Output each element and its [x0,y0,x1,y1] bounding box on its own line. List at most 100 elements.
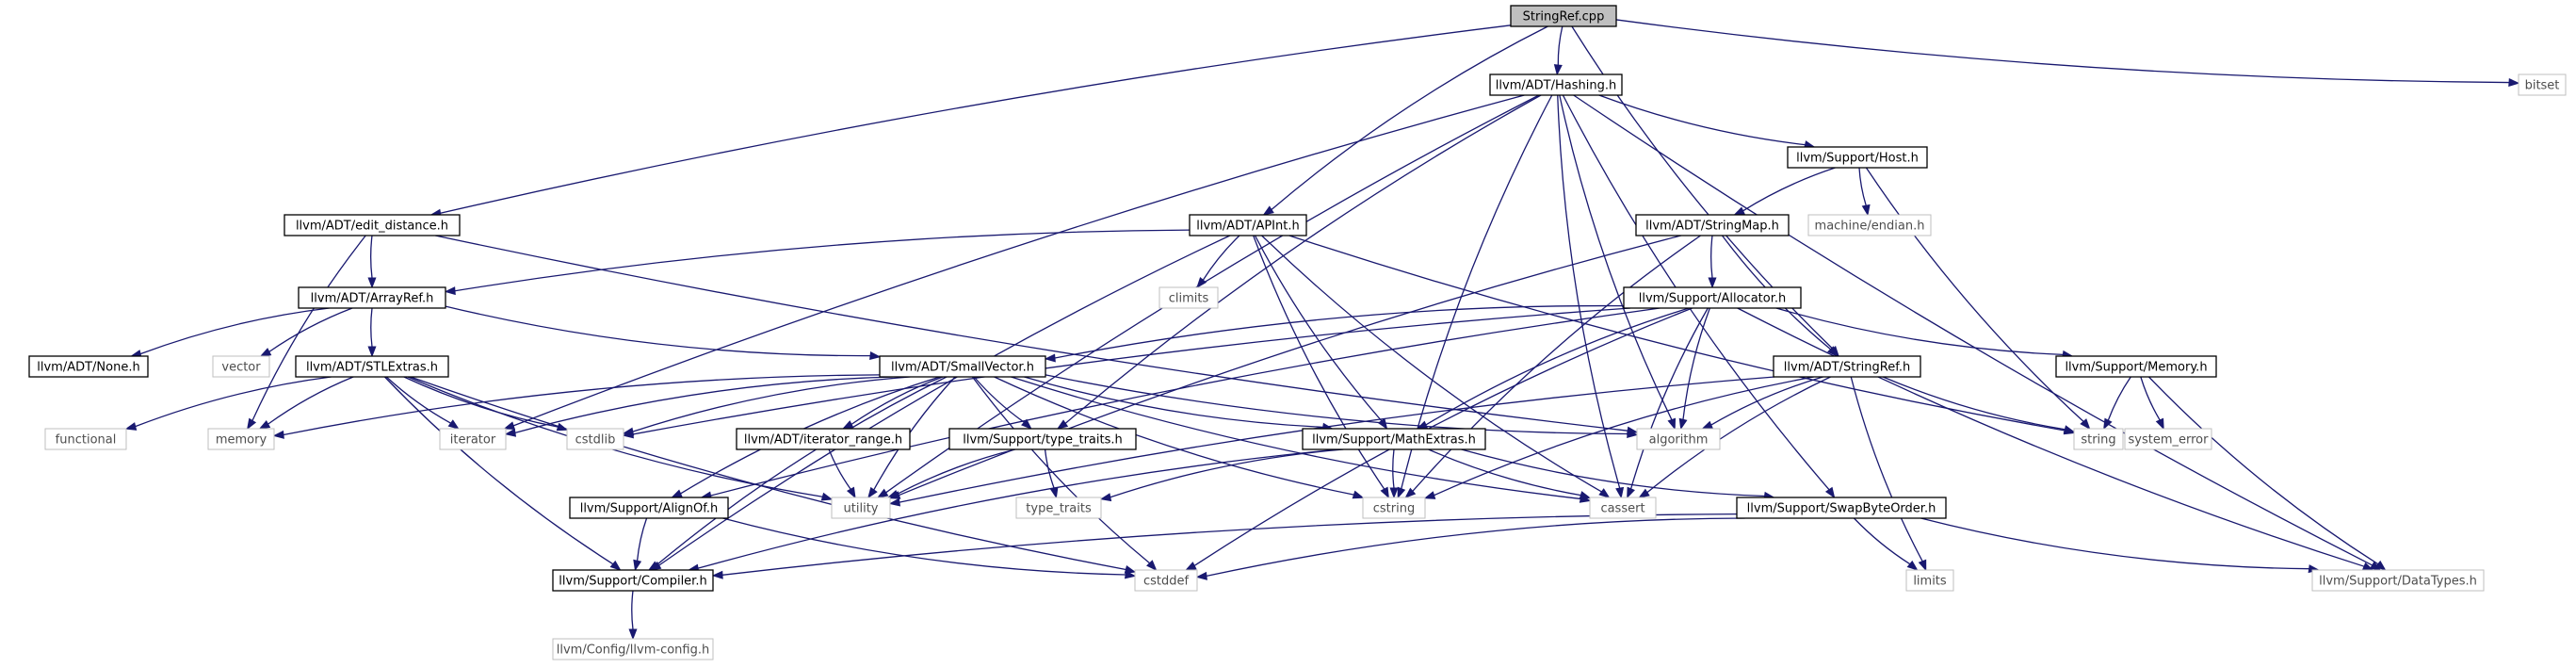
edge-line [2140,376,2161,421]
node-allocator[interactable]: llvm/Support/Allocator.h [1623,286,1802,309]
node-box [552,638,714,660]
edge-line [2148,376,2379,565]
node-label: memory [216,433,267,448]
edge-line [1461,448,1765,497]
edge-arrowhead [1824,486,1836,499]
edge-smallvector-to-iterator [504,376,893,437]
edge-line [1682,307,1710,420]
edge-arrowhead [258,419,271,430]
edge-arrowhead [886,490,899,498]
edge-arrowhead [1262,205,1274,216]
edge-arrowhead [272,430,284,439]
edge-line [710,307,1661,497]
node-label: llvm/Support/Host.h [1796,152,1919,166]
node-stlextras[interactable]: llvm/ADT/STLExtras.h [295,355,449,378]
edge-line [632,307,1631,435]
edge-line [435,235,1628,432]
edge-allocator-to-cassert [1627,307,1709,499]
node-mathextras[interactable]: llvm/Support/MathExtras.h [1302,428,1486,450]
edge-stringref-to-utility [888,376,1775,507]
edge-line [403,376,559,428]
node-box [1134,569,1198,592]
node-iterator-range[interactable]: llvm/ADT/iterator_range.h [736,428,911,450]
node-type-traits-h[interactable]: llvm/Support/type_traits.h [948,428,1137,450]
edge-arrowhead [1733,206,1745,216]
node-none[interactable]: llvm/ADT/None.h [28,355,149,378]
edge-arrowhead [1553,64,1563,76]
node-functional: functional [44,428,127,450]
edge-apint-to-climits [1196,235,1240,289]
node-smallvector[interactable]: llvm/ADT/SmallVector.h [879,355,1046,378]
node-memory-h[interactable]: llvm/Support/Memory.h [2055,355,2217,378]
edge-stlextras-to-cstddef [410,376,1137,574]
node-box [948,428,1137,450]
edge-line [1193,307,1693,566]
edge-arrowhead [1380,486,1389,499]
edge-stringref-to-limits [1850,376,1927,572]
edge-arrowhead [1377,417,1388,431]
node-box [1623,286,1802,309]
edge-smallvector-to-memory [272,374,881,439]
edge-smallvector-to-type-traits-h [973,376,1032,430]
node-stringref[interactable]: llvm/ADT/StringRef.h [1773,355,1921,378]
node-label: llvm/Support/MathExtras.h [1312,433,1476,448]
node-alignof[interactable]: llvm/Support/AlignOf.h [569,497,729,519]
node-swapbyteorder[interactable]: llvm/Support/SwapByteOrder.h [1736,497,1947,519]
edge-edit-distance-to-memory [247,235,366,431]
node-hashing[interactable]: llvm/ADT/Hashing.h [1489,73,1623,96]
edge-swapbyteorder-to-compiler [711,513,1738,579]
node-box [1158,286,1219,309]
edge-arrowhead [671,489,683,498]
node-label: llvm/ADT/ArrayRef.h [311,292,434,306]
edge-hashing-to-algorithm [1559,94,1677,431]
edge-arrayref-to-vector [259,307,353,357]
edge-line [1850,376,1923,562]
edge-line [135,376,332,428]
node-box [566,428,624,450]
edge-arrowhead [2508,77,2520,88]
node-cstddef: cstddef [1134,569,1198,592]
node-box [1510,5,1617,27]
node-edit-distance[interactable]: llvm/ADT/edit_distance.h [284,214,461,236]
edge-host-to-machine-endian [1858,167,1871,217]
edge-memory-h-to-system-error [2140,376,2164,431]
edge-alignof-to-compiler [633,517,648,572]
node-label: llvm/Support/SwapByteOrder.h [1747,502,1936,516]
edge-line [410,376,1126,571]
edge-line [1054,304,1625,359]
edge-arrowhead [1352,490,1365,499]
node-box [44,428,127,450]
edge-line [385,376,451,424]
node-stringmap[interactable]: llvm/ADT/StringMap.h [1635,214,1790,236]
edge-allocator-to-smallvector [1044,304,1625,363]
edge-line [267,376,354,425]
edge-edit-distance-to-algorithm [435,235,1639,435]
edge-line [721,513,1738,576]
node-arrayref[interactable]: llvm/ADT/ArrayRef.h [298,286,446,309]
node-label: llvm/ADT/StringMap.h [1645,220,1779,234]
edge-arrowhead [1708,277,1717,289]
edge-hashing-to-host [1598,94,1816,149]
node-apint[interactable]: llvm/ADT/APInt.h [1189,214,1307,236]
node-compiler[interactable]: llvm/Support/Compiler.h [552,569,714,592]
edge-arrowhead [1196,277,1207,289]
node-box [1787,146,1928,169]
node-host[interactable]: llvm/Support/Host.h [1787,146,1928,169]
node-box [439,428,507,450]
edge-line [370,235,373,279]
node-box [879,355,1046,378]
node-machine-endian: machine/endian.h [1807,214,1932,236]
edge-host-to-string [1865,167,2091,431]
edge-host-to-stringmap [1733,167,1836,216]
edge-arrowhead [2155,417,2164,431]
edge-line [1024,376,1323,428]
node-label: llvm/Support/type_traits.h [963,433,1123,448]
node-box [2073,428,2124,450]
node-box [831,497,891,519]
edge-smallvector-to-cstddef [971,376,1158,572]
edges-layer [124,19,2520,641]
node-datatypes: llvm/Support/DataTypes.h [2311,569,2485,592]
edge-stringref-cpp-to-apint [1262,25,1548,216]
edge-arrowhead [1146,560,1158,572]
